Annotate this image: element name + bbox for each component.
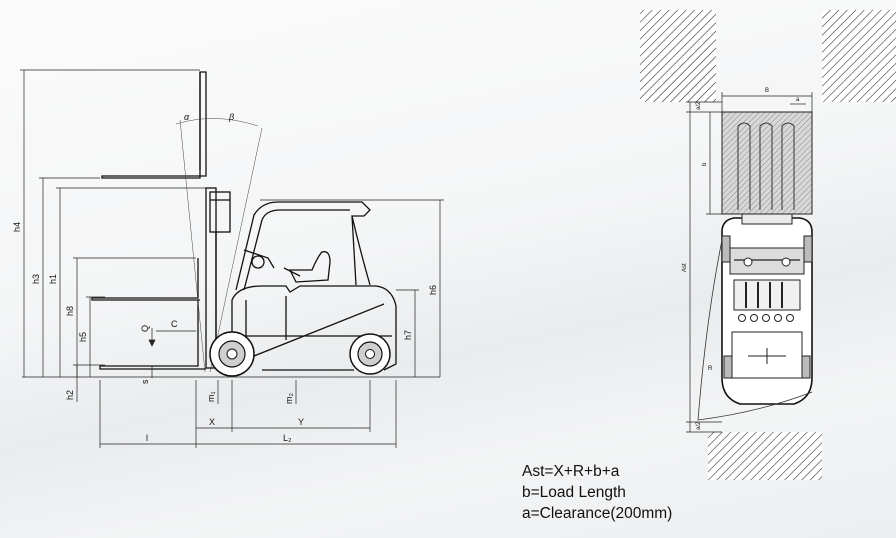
operator-area <box>243 249 331 283</box>
aisle-wall-bottom <box>708 432 822 480</box>
length-dimension-lines <box>99 380 397 448</box>
x-label: X <box>209 417 215 427</box>
alpha-label: α <box>184 112 190 122</box>
height-dimension-lines <box>20 69 444 402</box>
formula-block: Ast=X+R+b+a b=Load Length a=Clearance(20… <box>522 461 672 524</box>
s-label: s <box>140 379 150 384</box>
h8-label: h8 <box>65 306 75 316</box>
l-label: l <box>146 433 148 443</box>
h5-label: h5 <box>78 332 88 342</box>
side-view: h4 h3 h1 h8 h5 h2 h6 h7 α β <box>12 69 444 448</box>
h6-label: h6 <box>428 285 438 295</box>
h4-label: h4 <box>12 222 22 232</box>
aisle-wall-top-left <box>640 10 716 102</box>
fork-outlines <box>737 122 795 210</box>
rear-wheel <box>349 333 391 375</box>
h3-label: h3 <box>31 274 41 284</box>
b-width-label: B <box>765 88 769 94</box>
front-wheel <box>209 331 255 377</box>
y-label: Y <box>298 417 304 427</box>
b-definition: b=Load Length <box>522 484 626 501</box>
beta-label: β <box>228 112 234 122</box>
h1-label: h1 <box>48 274 58 284</box>
aisle-wall-top-right <box>822 10 896 102</box>
overhead-guard <box>235 201 371 291</box>
top-view: B a b Ast R a/2 a/2 <box>640 10 896 480</box>
h7-label: h7 <box>403 330 413 340</box>
height-labels: h4 h3 h1 h8 h5 h2 h6 h7 <box>12 222 438 400</box>
pallet-load <box>721 111 813 215</box>
q-label: Q <box>140 325 150 332</box>
r-label: R <box>708 366 713 372</box>
h2-label: h2 <box>65 390 75 400</box>
c-label: C <box>171 319 178 329</box>
l2-label: L₂ <box>283 433 292 443</box>
clearance-top-label: a/2 <box>696 101 702 110</box>
a-definition: a=Clearance(200mm) <box>522 505 673 522</box>
m2-label: m₂ <box>284 393 294 404</box>
clearance-bottom-label: a/2 <box>696 421 702 430</box>
ast-label: Ast <box>682 263 688 272</box>
ast-formula: Ast=X+R+b+a <box>522 463 620 480</box>
truck-body <box>231 285 397 371</box>
forks <box>91 71 207 370</box>
tilt-angles <box>175 118 263 373</box>
turning-radius-arc <box>697 239 813 421</box>
m1-label: m₁ <box>206 391 216 402</box>
load-center-markers <box>148 328 196 378</box>
top-view-dimensions <box>686 92 813 433</box>
a-width-label: a <box>796 97 800 103</box>
b-length-label: b <box>702 162 708 166</box>
truck-top <box>721 213 813 405</box>
